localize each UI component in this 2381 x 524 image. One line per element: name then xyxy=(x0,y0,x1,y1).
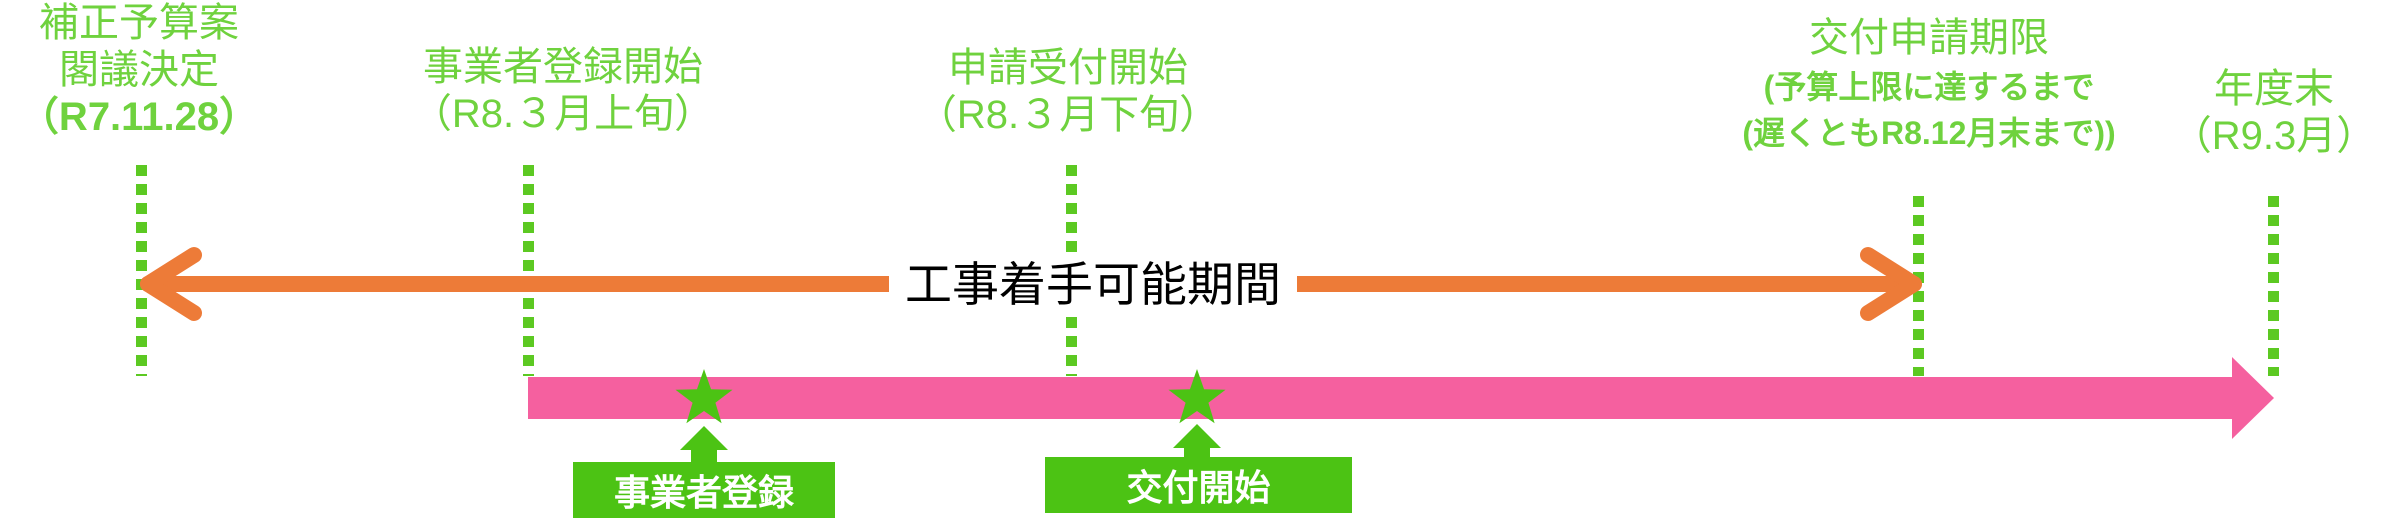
milestone-date: （R9.3月） xyxy=(2171,114,2377,158)
milestone-line: 補正予算案 xyxy=(38,1,239,45)
star-icon xyxy=(675,369,733,424)
milestone-line: 交付申請期限 xyxy=(1809,16,2049,60)
milestone-line: 申請受付開始 xyxy=(948,46,1188,90)
up-arrow-icon xyxy=(1173,424,1221,458)
pink-timeline-arrow xyxy=(528,357,2274,439)
pink-arrow-shaft xyxy=(528,377,2232,419)
milestone-note: (予算上限に達するまで xyxy=(1763,69,2095,105)
milestone-line: 年度末 xyxy=(2214,67,2334,111)
milestone-label-fiscal-year-end: 年度末 （R9.3月） xyxy=(2172,66,2377,160)
milestone-line: 事業者登録開始 xyxy=(423,45,703,89)
milestone-label-application-deadline: 交付申請期限 (予算上限に達するまで (遅くともR8.12月末まで)) xyxy=(1742,12,2115,156)
milestone-dotted-line-5 xyxy=(2268,196,2279,376)
up-arrow-icon xyxy=(680,426,728,463)
milestone-date: （R8.３月下旬） xyxy=(916,93,1220,137)
star-icon xyxy=(1168,369,1226,424)
milestone-dotted-line-1 xyxy=(136,165,147,376)
right-arrowhead-icon xyxy=(1860,247,1922,321)
construction-period-label: 工事着手可能期間 xyxy=(889,254,1297,316)
milestone-dotted-line-2 xyxy=(523,165,534,376)
event-box-registration: 事業者登録 xyxy=(573,462,835,518)
milestone-note: (遅くともR8.12月末まで)) xyxy=(1742,115,2116,151)
milestone-date: （R7.11.28） xyxy=(18,95,260,139)
pink-arrowhead-icon xyxy=(2232,357,2274,439)
milestone-line: 閣議決定 xyxy=(58,48,219,92)
event-box-grant-start: 交付開始 xyxy=(1045,457,1352,513)
milestone-label-registration-start: 事業者登録開始 （R8.３月上旬） xyxy=(412,44,714,138)
milestone-label-cabinet-decision: 補正予算案 閣議決定 （R7.11.28） xyxy=(19,0,259,141)
left-arrowhead-icon xyxy=(140,247,202,321)
milestone-date: （R8.３月上旬） xyxy=(411,92,715,136)
milestone-label-application-start: 申請受付開始 （R8.３月下旬） xyxy=(917,45,1219,139)
